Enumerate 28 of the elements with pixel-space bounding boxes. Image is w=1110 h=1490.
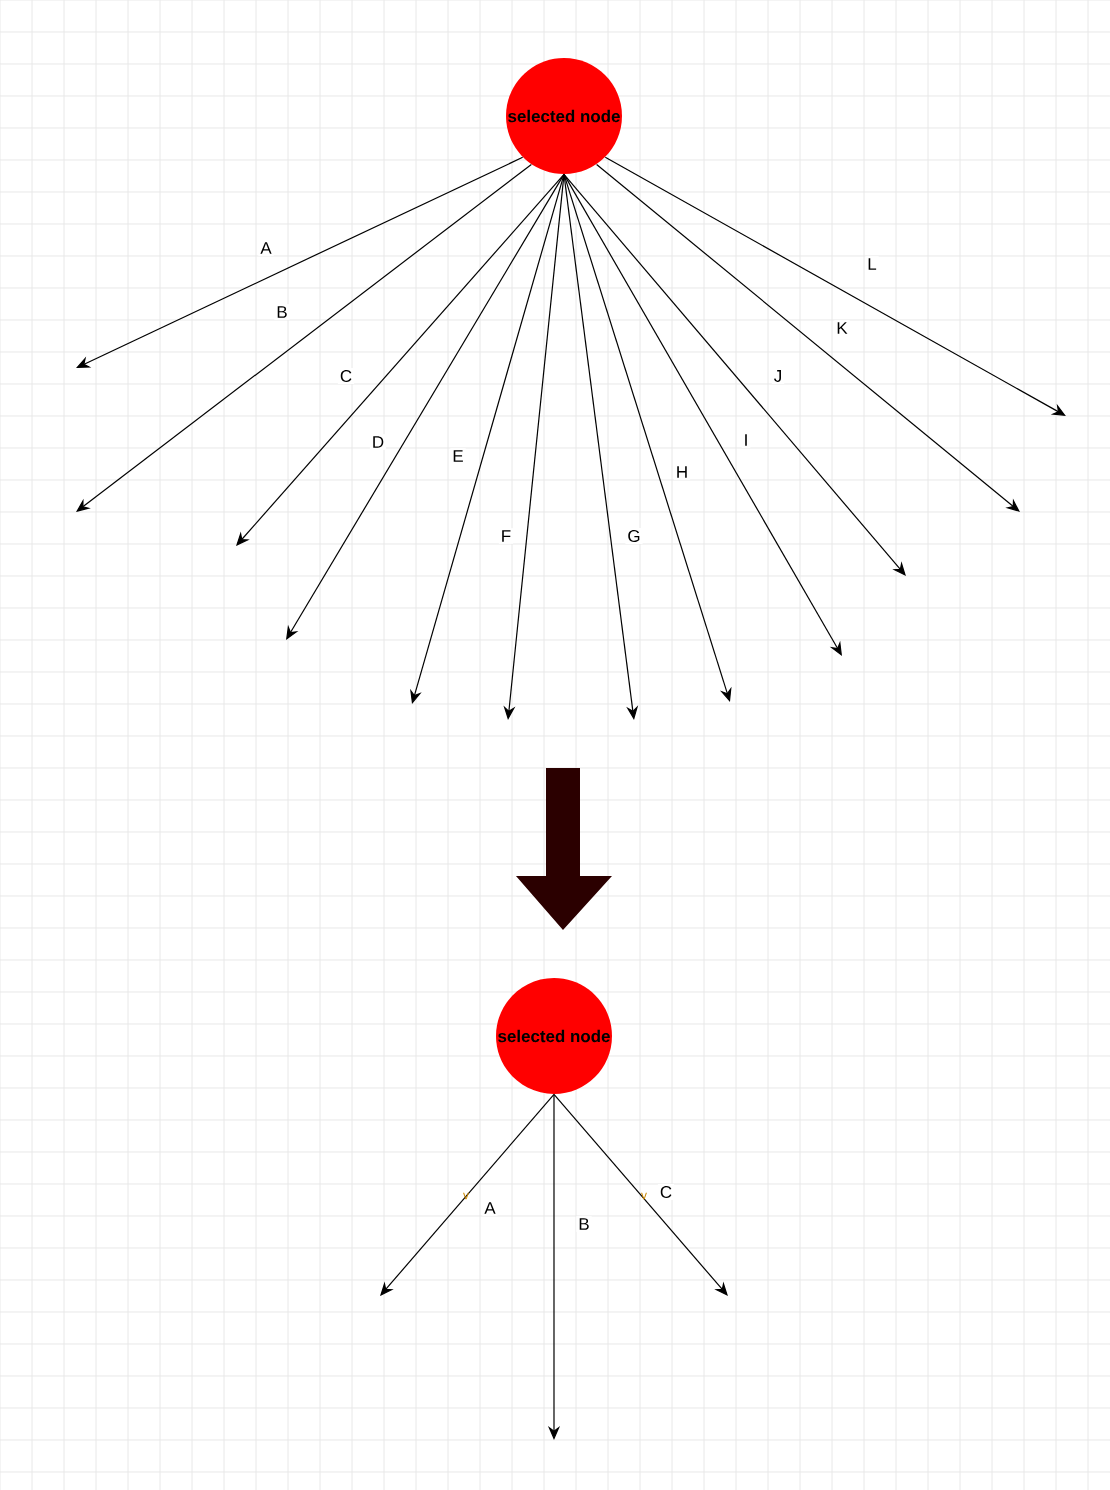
arrow: [286, 173, 565, 640]
edge-label: I: [741, 432, 751, 448]
arrow: [596, 163, 1020, 512]
arrow: [380, 1093, 555, 1296]
edge-label: J: [771, 368, 785, 384]
edge-label: A: [258, 240, 274, 256]
arrow: [76, 156, 524, 368]
edge-label: E: [450, 448, 466, 464]
arrow: [410, 173, 565, 704]
edge-label: B: [274, 304, 290, 320]
edge-label: C: [337, 368, 355, 384]
edge-label: L: [865, 256, 879, 272]
edge-label: F: [498, 528, 514, 544]
edge-label: K: [834, 320, 850, 336]
arrow: [563, 173, 639, 720]
arrow: [76, 163, 532, 512]
edge-label: D: [369, 434, 387, 450]
arrow: [563, 173, 842, 656]
edge-label: A: [482, 1200, 498, 1216]
edge-label: H: [673, 464, 691, 480]
arrow: [553, 1093, 728, 1296]
arrow: [563, 173, 906, 576]
edge-label: G: [625, 528, 643, 544]
arrow: [604, 156, 1066, 416]
arrow: [563, 173, 732, 702]
edge-label: C: [657, 1184, 675, 1200]
arrow: [236, 173, 565, 546]
edge-label: B: [576, 1216, 592, 1232]
